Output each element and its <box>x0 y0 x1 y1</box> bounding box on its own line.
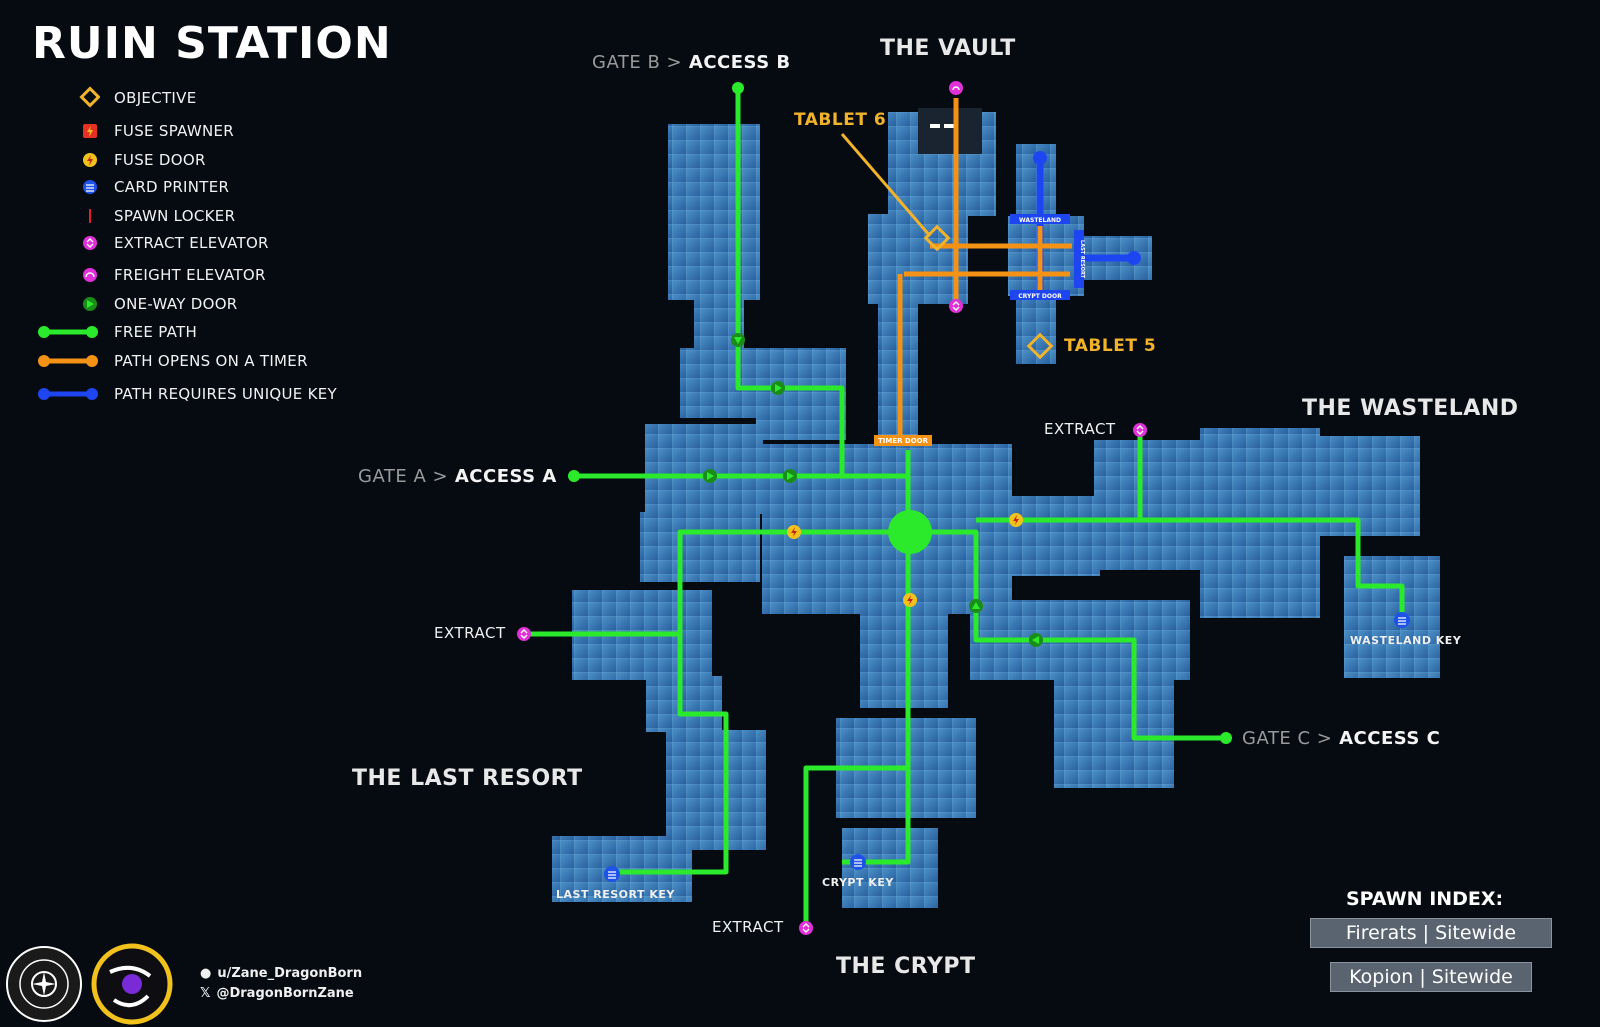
vault-light <box>930 124 940 128</box>
door-tags <box>874 214 1084 446</box>
region-vault: THE VAULT <box>880 36 1016 61</box>
legend-label: FUSE DOOR <box>114 151 206 169</box>
wasteland-key-label: WASTELAND KEY <box>1350 634 1462 647</box>
x-handle: @DragonBornZane <box>216 986 354 1001</box>
region-last-resort: THE LAST RESORT <box>352 766 583 791</box>
card-printer-icon <box>83 180 97 194</box>
crypt-door-label: CRYPT DOOR <box>1018 293 1062 300</box>
gate-c-label: GATE C > ACCESS C <box>1242 728 1440 749</box>
dragonborn-logo <box>91 943 173 1025</box>
extract-elevator-icon <box>83 236 97 250</box>
key-path-end <box>1127 251 1141 265</box>
objective-markers <box>923 224 1054 360</box>
last-resort-door-label: LAST RESORT <box>1079 240 1085 279</box>
gate-b-node <box>732 82 744 94</box>
legend-label: OBJECTIVE <box>114 89 197 107</box>
key-path-end <box>1033 151 1047 165</box>
gate-a-node <box>568 470 580 482</box>
tablet-6-label: TABLET 6 <box>794 110 887 130</box>
legend-label: PATH REQUIRES UNIQUE KEY <box>114 385 338 403</box>
legend-label: FUSE SPAWNER <box>114 122 234 140</box>
extract-elevators <box>517 81 1147 935</box>
region-wasteland: THE WASTELAND <box>1302 396 1519 421</box>
fuse-door-icon <box>83 153 97 167</box>
fuse-spawner-icon <box>83 124 97 138</box>
last-resort-key-label: LAST RESORT KEY <box>556 888 675 901</box>
gate-b-label: GATE B > ACCESS B <box>592 52 791 73</box>
legend-label: SPAWN LOCKER <box>114 207 236 225</box>
wasteland-door-label: WASTELAND <box>1019 217 1061 224</box>
key-path-icon <box>38 388 98 400</box>
free-path-icon <box>38 326 98 338</box>
crypt-key-label: CRYPT KEY <box>822 876 894 889</box>
legend-label: PATH OPENS ON A TIMER <box>114 352 308 370</box>
one-way-door-icon <box>83 297 97 311</box>
legend-label: CARD PRINTER <box>114 178 230 196</box>
tablet-5-label: TABLET 5 <box>1064 336 1157 356</box>
gate-b-prefix: GATE B > <box>592 52 683 73</box>
map-title: RUIN STATION <box>32 18 392 69</box>
spawn-index-title: SPAWN INDEX: <box>1346 888 1504 910</box>
legend-label: ONE-WAY DOOR <box>114 295 238 313</box>
legend-label: FREE PATH <box>114 323 198 341</box>
gate-c-access: ACCESS C <box>1339 728 1441 749</box>
extract-label-crypt: EXTRACT <box>712 918 784 936</box>
tablet6-pointer <box>840 133 932 237</box>
spawn-entry: Firerats | Sitewide <box>1310 918 1552 948</box>
free-paths <box>528 88 1405 928</box>
freight-elevator-icon <box>83 268 97 282</box>
legend-label: EXTRACT ELEVATOR <box>114 234 269 252</box>
reddit-icon: ● <box>200 966 212 981</box>
legend-label: FREIGHT ELEVATOR <box>114 266 266 284</box>
extract-label-west: EXTRACT <box>434 624 506 642</box>
spawn-entry: Kopion | Sitewide <box>1330 962 1532 992</box>
community-badge-logo <box>6 946 82 1022</box>
vault-light <box>944 124 958 128</box>
gate-c-node <box>1220 732 1232 744</box>
extract-label-wasteland: EXTRACT <box>1044 420 1116 438</box>
gate-a-access: ACCESS A <box>454 466 557 487</box>
one-way-doors <box>703 333 1043 647</box>
reddit-credit: ● u/Zane_DragonBorn <box>200 966 362 981</box>
timer-paths <box>897 98 1072 440</box>
gate-a-label: GATE A > ACCESS A <box>358 466 557 487</box>
timer-path-icon <box>38 355 98 367</box>
vault-interior <box>918 108 982 154</box>
region-crypt: THE CRYPT <box>836 954 976 979</box>
legend: OBJECTIVE FUSE SPAWNER FUSE DOOR CARD PR… <box>36 86 396 416</box>
gate-b-access: ACCESS B <box>688 52 791 73</box>
gate-a-prefix: GATE A > <box>358 466 449 487</box>
reddit-handle: u/Zane_DragonBorn <box>217 966 363 981</box>
timer-door-label: TIMER DOOR <box>878 437 929 445</box>
central-hub <box>888 510 932 554</box>
map-rooms <box>552 112 1440 908</box>
gate-c-prefix: GATE C > <box>1242 728 1333 749</box>
card-printers <box>604 612 1410 882</box>
x-credit: 𝕏 @DragonBornZane <box>200 986 354 1001</box>
objective-icon <box>79 86 100 108</box>
fuse-doors <box>787 513 1023 607</box>
spawn-locker-icon <box>89 209 91 223</box>
x-icon: 𝕏 <box>200 986 211 1001</box>
